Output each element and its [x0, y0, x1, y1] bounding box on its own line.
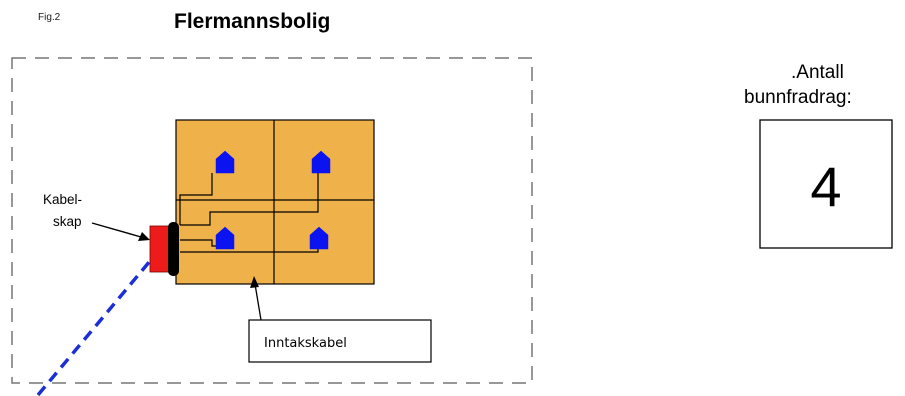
house-icon: [309, 226, 329, 250]
counter-value: 4: [810, 155, 841, 218]
counter-box: [759, 119, 893, 249]
house-icon: [215, 150, 235, 174]
counter-label-line1: .Antall: [791, 62, 844, 83]
house-icon: [311, 150, 331, 174]
figure-title: Flermannsbolig: [174, 10, 330, 33]
cabinet-label-line2: skap: [53, 214, 82, 229]
wire-unit-top-right: [180, 173, 319, 226]
cabinet-arrow-head: [138, 232, 150, 241]
cabinet-label-line1: Kabel-: [43, 192, 82, 207]
intake-arrow-head: [250, 276, 259, 288]
building: [175, 119, 375, 285]
wire-unit-top-left: [179, 173, 213, 225]
supply-cable: [36, 253, 157, 396]
building-outline: [175, 119, 375, 285]
property-boundary: [11, 57, 533, 384]
cabinet-arrow-line: [91, 222, 142, 238]
figure-label: Fig.2: [38, 12, 61, 23]
intake-label: Inntakskabel: [264, 336, 347, 351]
cable-cabinet-busbar: [168, 222, 179, 276]
unit-wiring: [179, 173, 319, 253]
intake-label-box: [248, 319, 432, 363]
intake-arrow-line: [254, 283, 262, 321]
counter-label-line2: bunnfradrag:: [744, 87, 852, 108]
wire-unit-bottom-right: [180, 249, 319, 253]
house-icon: [215, 226, 235, 250]
